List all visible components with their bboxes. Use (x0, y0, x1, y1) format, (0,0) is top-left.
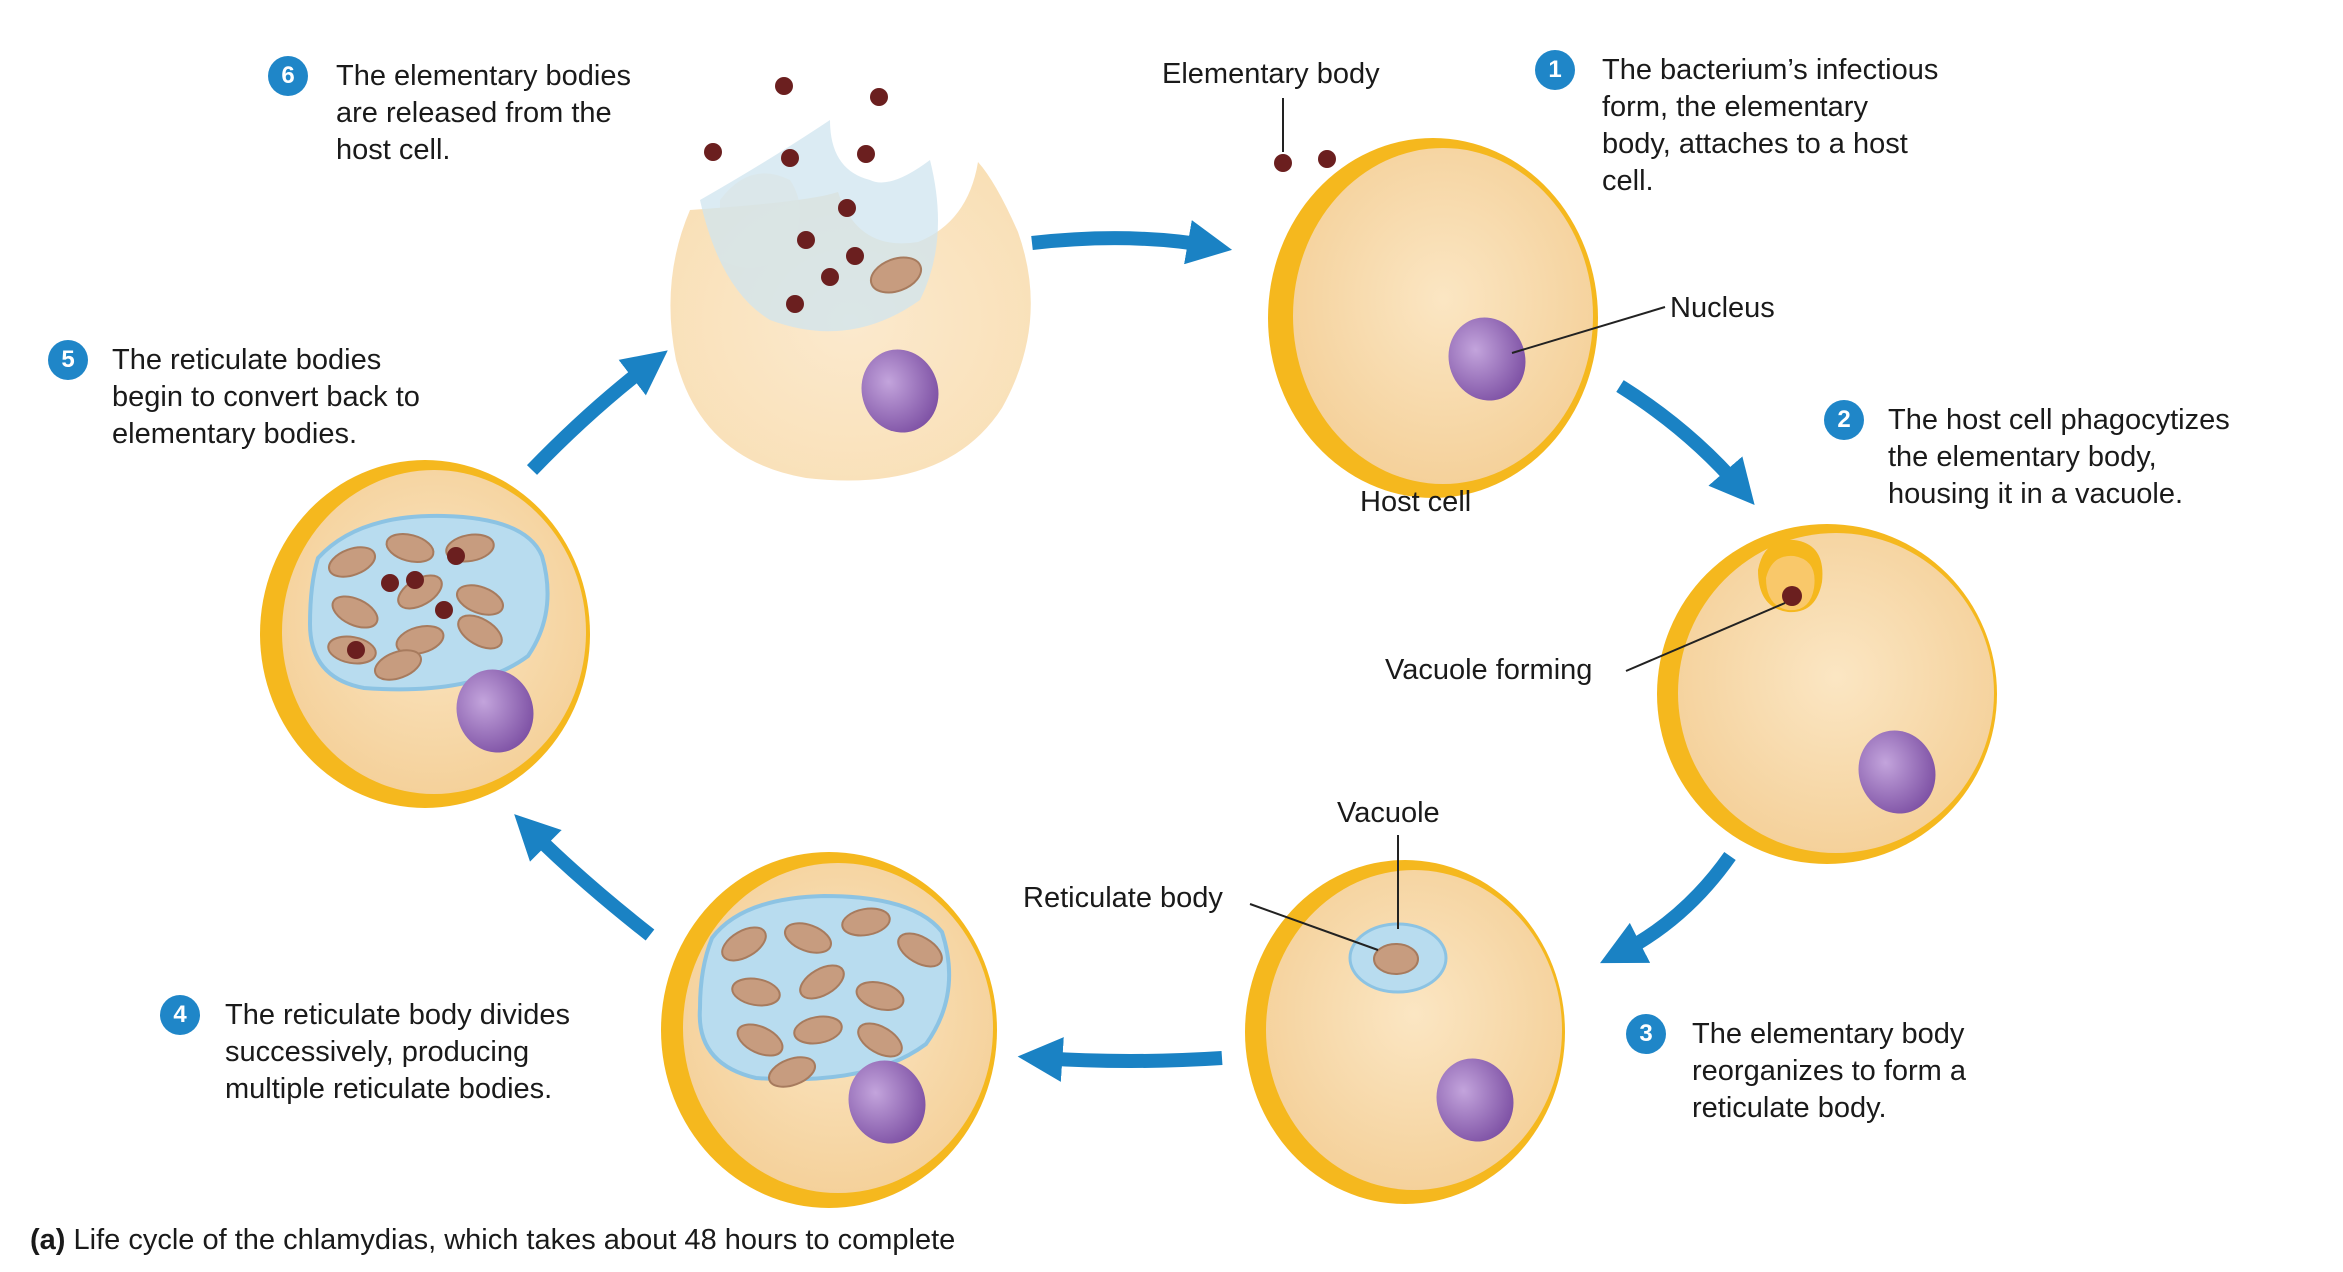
nucleus-icon (1436, 1058, 1514, 1142)
nucleus-icon (1858, 730, 1936, 814)
elementary-body-icon (447, 547, 465, 565)
elementary-body-icon (781, 149, 799, 167)
reticulate-body-icon (328, 546, 376, 578)
caption-text: Life cycle of the chlamydias, which take… (65, 1224, 956, 1256)
reticulate-body-icon (457, 614, 503, 650)
elementary-body-icon (838, 199, 856, 217)
elementary-body-icon (775, 77, 793, 95)
arrow-6-to-1 (1031, 220, 1233, 265)
step-3-text: The elementary body reorganizes to form … (1692, 1016, 1966, 1127)
step-2-line-1: The host cell phagocytizes (1888, 404, 2230, 436)
step-6-line-2: are released from the (336, 97, 612, 129)
label-host-cell: Host cell (1360, 486, 1472, 518)
elementary-body-icon (821, 268, 839, 286)
step-2-line-2: the elementary body, (1888, 441, 2157, 473)
elementary-body-icon (870, 88, 888, 106)
label-vacuole: Vacuole (1337, 797, 1440, 829)
reticulate-body-icon (841, 907, 891, 937)
step-3-line-1: The elementary body (1692, 1018, 1965, 1050)
label-elementary-body: Elementary body (1162, 58, 1380, 90)
step-4-badge: 4 (160, 995, 200, 1035)
elementary-body-icon (797, 231, 815, 249)
step-4-line-1: The reticulate body divides (225, 999, 570, 1031)
reticulate-body-icon (1373, 943, 1419, 975)
elementary-body-icon (347, 641, 365, 659)
step-4-line-3: multiple reticulate bodies. (225, 1073, 553, 1105)
reticulate-body-icon (799, 964, 845, 1000)
host-cell-step-6 (670, 120, 1031, 481)
step-6-line-1: The elementary bodies (336, 60, 631, 92)
step-5-line-2: begin to convert back to (112, 381, 420, 413)
step-1-badge: 1 (1535, 50, 1575, 90)
label-nucleus: Nucleus (1670, 292, 1775, 324)
step-6-badge: 6 (268, 56, 308, 96)
host-cell-step-2 (1625, 524, 1997, 864)
arrow-3-to-4 (1017, 1037, 1223, 1082)
elementary-body-icon (857, 145, 875, 163)
reticulate-body-icon (731, 977, 781, 1007)
reticulate-body-icon (456, 584, 504, 616)
reticulate-body-icon (374, 649, 422, 681)
elementary-body-icon (381, 574, 399, 592)
reticulate-body-icon (395, 624, 445, 656)
step-2-line-3: housing it in a vacuole. (1888, 478, 2184, 510)
elementary-body-icon (786, 295, 804, 313)
figure-caption: (a) Life cycle of the chlamydias, which … (30, 1222, 955, 1258)
label-vacuole-forming: Vacuole forming (1385, 654, 1593, 686)
step-1-line-4: cell. (1602, 165, 1654, 197)
step-3-badge: 3 (1626, 1014, 1666, 1054)
nucleus-icon (861, 349, 939, 433)
step-1-line-3: body, attaches to a host (1602, 128, 1908, 160)
reticulate-body-icon (331, 595, 379, 629)
reticulate-body-icon (793, 1015, 843, 1045)
cycle-arrows (514, 220, 1755, 1082)
reticulate-body-icon (768, 1056, 816, 1088)
elementary-body-icon (435, 601, 453, 619)
reticulate-body-icon (736, 1023, 784, 1057)
step-2-text: The host cell phagocytizes the elementar… (1888, 402, 2230, 513)
step-1-text: The bacterium’s infectious form, the ele… (1602, 52, 1938, 200)
reticulate-body-icon (897, 932, 943, 968)
step-5-badge: 5 (48, 340, 88, 380)
step-4-text: The reticulate body divides successively… (225, 997, 570, 1108)
step-5-line-3: elementary bodies. (112, 418, 358, 450)
nucleus-icon (1448, 317, 1526, 401)
elementary-body-icon (704, 143, 722, 161)
host-cell-step-1 (1268, 98, 1666, 498)
elementary-body-icon (1782, 586, 1802, 606)
elementary-body-icon (1274, 154, 1292, 172)
reticulate-body-icon (385, 532, 435, 564)
host-cell-step-3 (1245, 835, 1565, 1204)
arrow-1-to-2 (1616, 380, 1755, 505)
nucleus-icon (848, 1060, 926, 1144)
reticulate-body-icon (721, 926, 767, 962)
reticulate-body-icon (857, 1022, 903, 1058)
arrow-4-to-5 (514, 814, 655, 941)
step-6-text: The elementary bodies are released from … (336, 58, 631, 169)
elementary-body-icon (406, 571, 424, 589)
step-5-line-1: The reticulate bodies (112, 344, 382, 376)
step-4-line-2: successively, producing (225, 1036, 530, 1068)
reticulate-body-icon (855, 980, 905, 1012)
nucleus-icon (456, 669, 534, 753)
arrow-5-to-6 (526, 350, 668, 475)
elementary-body-icon (846, 247, 864, 265)
caption-prefix: (a) (30, 1224, 66, 1256)
reticulate-body-icon (784, 922, 832, 954)
step-5-text: The reticulate bodies begin to convert b… (112, 342, 420, 453)
elementary-body-icon (1318, 150, 1336, 168)
label-reticulate-body: Reticulate body (1023, 882, 1223, 914)
step-1-line-1: The bacterium’s infectious (1602, 54, 1939, 86)
reticulate-body-icon (869, 256, 923, 294)
step-3-line-2: reorganizes to form a (1692, 1055, 1967, 1087)
step-6-line-3: host cell. (336, 134, 451, 166)
step-3-line-3: reticulate body. (1692, 1092, 1887, 1124)
arrow-2-to-3 (1600, 851, 1736, 964)
step-1-line-2: form, the elementary (1602, 91, 1868, 123)
step-2-badge: 2 (1824, 400, 1864, 440)
